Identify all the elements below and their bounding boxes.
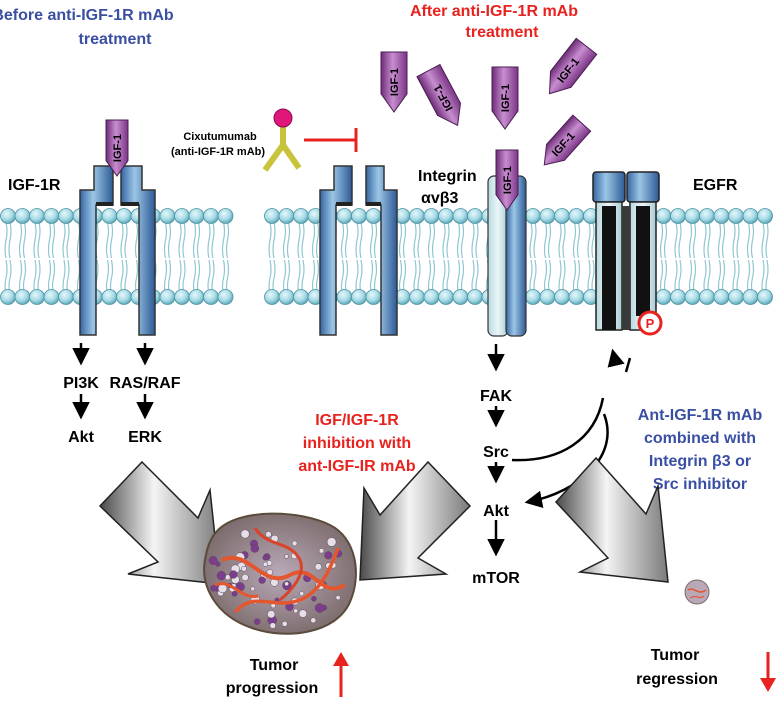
tumor-cell <box>335 595 341 601</box>
igf1-ligand: IGF-1 <box>495 149 519 211</box>
phospho-site: P <box>637 310 663 336</box>
tumor-cell <box>291 540 298 547</box>
tumor-cell <box>284 554 289 559</box>
after-title-line1: After anti-IGF-1R mAb <box>410 3 578 20</box>
tumor-cell <box>210 584 217 592</box>
combo-text-line1: Ant-IGF-1R mAb <box>638 407 763 424</box>
tumor-cell <box>208 556 218 565</box>
igf1-ligand: IGF-1 <box>105 119 129 177</box>
progression-label-line1: Tumor <box>250 657 299 674</box>
tumor-cell <box>281 620 288 627</box>
before-title-line1: Before anti-IGF-1R mAb <box>0 7 174 24</box>
tumor-cell <box>269 622 276 629</box>
tumor-cell <box>231 590 238 597</box>
after-title-line2: treatment <box>466 24 540 41</box>
regression-label-line2: regression <box>636 671 718 688</box>
igf1-ligand-label: IGF-1 <box>500 84 512 112</box>
tumor-cell <box>298 609 308 618</box>
tumor-large <box>203 512 357 635</box>
antibody-label-line2: (anti-IGF-1R mAb) <box>171 146 265 158</box>
tumor-cell <box>262 561 268 567</box>
igf1-ligand: IGF-1 <box>491 66 519 130</box>
tumor-cell <box>314 603 325 613</box>
tumor-cell <box>262 555 268 561</box>
tumor-cell <box>253 618 261 625</box>
tumor-cell <box>324 551 333 560</box>
inhibition-text-line2: inhibition with <box>303 435 411 452</box>
tumor-cell <box>258 576 266 584</box>
igf1r-receptor-right <box>319 165 398 336</box>
cixutumumab-antibody <box>262 108 358 172</box>
tumor-cell <box>240 529 250 539</box>
tumor-cell <box>311 596 317 602</box>
pi3k-label: PI3K <box>63 375 99 392</box>
tumor-cell <box>318 548 325 554</box>
akt-label-left: Akt <box>68 429 94 446</box>
igf1-ligand-label: IGF-1 <box>502 166 514 194</box>
igf1r-label: IGF-1R <box>8 177 61 194</box>
antibody-label-line1: Cixutumumab <box>183 131 257 143</box>
inhibition-text-line1: IGF/IGF-1R <box>315 412 399 429</box>
combo-text-line2: combined with <box>644 430 756 447</box>
igf1-ligand-label: IGF-1 <box>112 134 124 162</box>
combo-text-line4: Src inhibitor <box>653 476 747 493</box>
tumor-cell <box>314 563 322 571</box>
tumor-cell <box>229 570 238 579</box>
egfr-receptor <box>592 171 660 331</box>
phospho-label: P <box>646 316 655 331</box>
tumor-cell <box>250 544 260 553</box>
tumor-cell <box>241 565 247 572</box>
tumor-small <box>684 579 710 605</box>
tumor-cell <box>267 610 276 619</box>
tumor-cell <box>326 537 337 547</box>
cell-membrane-left <box>0 208 234 305</box>
igf1-ligand: IGF-1 <box>549 37 598 95</box>
tumor-cell <box>310 617 317 624</box>
inhibition-text-line3: ant-IGF-IR mAb <box>298 458 416 475</box>
big-arrow-left <box>98 460 221 585</box>
tumor-cell <box>216 570 226 581</box>
egfr-label: EGFR <box>693 177 738 194</box>
integrin-label-line2: αvβ3 <box>421 190 459 207</box>
igf1-ligand: IGF-1 <box>416 63 462 127</box>
tumor-cell <box>241 573 249 582</box>
combo-text-line3: Integrin β3 or <box>649 453 751 470</box>
fak-label: FAK <box>480 388 512 405</box>
erk-label: ERK <box>128 429 162 446</box>
igf1-ligand: IGF-1 <box>543 114 592 166</box>
regression-label-line1: Tumor <box>651 647 700 664</box>
igf1r-receptor-left <box>79 165 156 336</box>
up-arrow-red <box>333 652 349 697</box>
src-label: Src <box>483 444 509 461</box>
left-pathway-arrows <box>72 343 154 420</box>
tumor-cell <box>250 586 256 592</box>
tumor-cell <box>284 581 289 587</box>
mtor-label: mTOR <box>472 570 520 587</box>
big-arrow-middle <box>359 460 472 581</box>
integrin-label-line1: Integrin <box>418 168 477 185</box>
tumor-cell <box>299 591 305 597</box>
progression-label-line2: progression <box>226 680 318 697</box>
tumor-cell <box>293 608 299 614</box>
tumor-cell <box>265 531 272 538</box>
down-arrow-red <box>760 652 776 692</box>
before-title-line2: treatment <box>79 31 153 48</box>
rasraf-label: RAS/RAF <box>109 375 180 392</box>
igf1-ligand-label: IGF-1 <box>389 68 401 96</box>
big-arrow-right <box>554 456 669 583</box>
igf1-ligand: IGF-1 <box>380 51 408 113</box>
akt-label-right: Akt <box>483 503 509 520</box>
